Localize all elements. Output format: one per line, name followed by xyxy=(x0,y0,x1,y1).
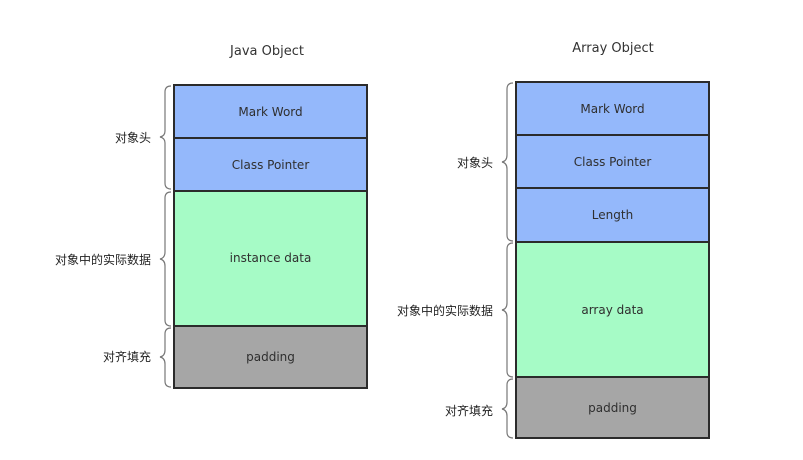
java-class-pointer-block: Class Pointer xyxy=(173,137,368,192)
java-object-title: Java Object xyxy=(230,44,304,59)
java-padding-block: padding xyxy=(173,325,368,389)
java-padding-side-label: 对齐填充 xyxy=(102,350,151,364)
java-header-brace xyxy=(159,85,172,190)
array-padding-block: padding xyxy=(515,376,710,439)
java-padding-label: padding xyxy=(246,350,295,364)
array-data-label: array data xyxy=(581,302,644,317)
array-class-pointer-label: Class Pointer xyxy=(573,154,652,169)
array-length-label: Length xyxy=(591,208,634,222)
array-length-block: Length xyxy=(515,187,710,243)
array-data-brace xyxy=(501,242,514,378)
array-mark-word-label: Mark Word xyxy=(580,101,645,116)
array-padding-side-label: 对齐填充 xyxy=(444,404,493,418)
array-mark-word-block: Mark Word xyxy=(515,81,710,136)
array-data-side-label: 对象中的实际数据 xyxy=(396,304,493,318)
array-padding-brace xyxy=(501,378,514,439)
java-instance-data-label: instance data xyxy=(229,250,312,265)
java-mark-word-label: Mark Word xyxy=(238,104,303,119)
java-header-label: 对象头 xyxy=(114,131,151,145)
java-data-label: 对象中的实际数据 xyxy=(54,253,151,267)
array-object-title: Array Object xyxy=(572,41,654,56)
array-header-label: 对象头 xyxy=(456,156,493,170)
array-header-brace xyxy=(501,82,514,242)
java-data-brace xyxy=(159,191,172,327)
java-padding-brace xyxy=(159,327,172,388)
java-class-pointer-label: Class Pointer xyxy=(231,157,310,172)
array-padding-label: padding xyxy=(588,400,637,415)
array-data-block: array data xyxy=(515,241,710,378)
